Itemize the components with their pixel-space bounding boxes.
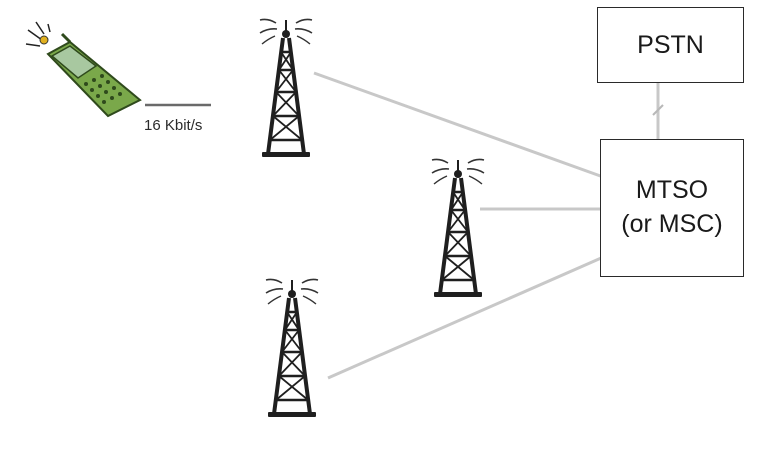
mtso-sublabel: (or MSC) xyxy=(621,210,723,238)
cell-tower-icon xyxy=(430,157,486,299)
data-rate-label: 16 Kbit/s xyxy=(144,117,203,134)
pstn-box: PSTN xyxy=(597,7,744,83)
link-tower3-mtso xyxy=(327,253,609,380)
link-tower1-mtso xyxy=(313,71,607,180)
cell-tower-icon xyxy=(264,277,320,419)
mobile-phone-icon xyxy=(25,21,142,118)
mtso-box: MTSO (or MSC) xyxy=(600,139,744,277)
link-pstn-mtso-mark xyxy=(652,104,664,116)
mtso-label: MTSO xyxy=(635,176,709,205)
network-links xyxy=(145,71,664,380)
pstn-label: PSTN xyxy=(637,30,704,59)
cell-tower-icon xyxy=(258,17,314,159)
